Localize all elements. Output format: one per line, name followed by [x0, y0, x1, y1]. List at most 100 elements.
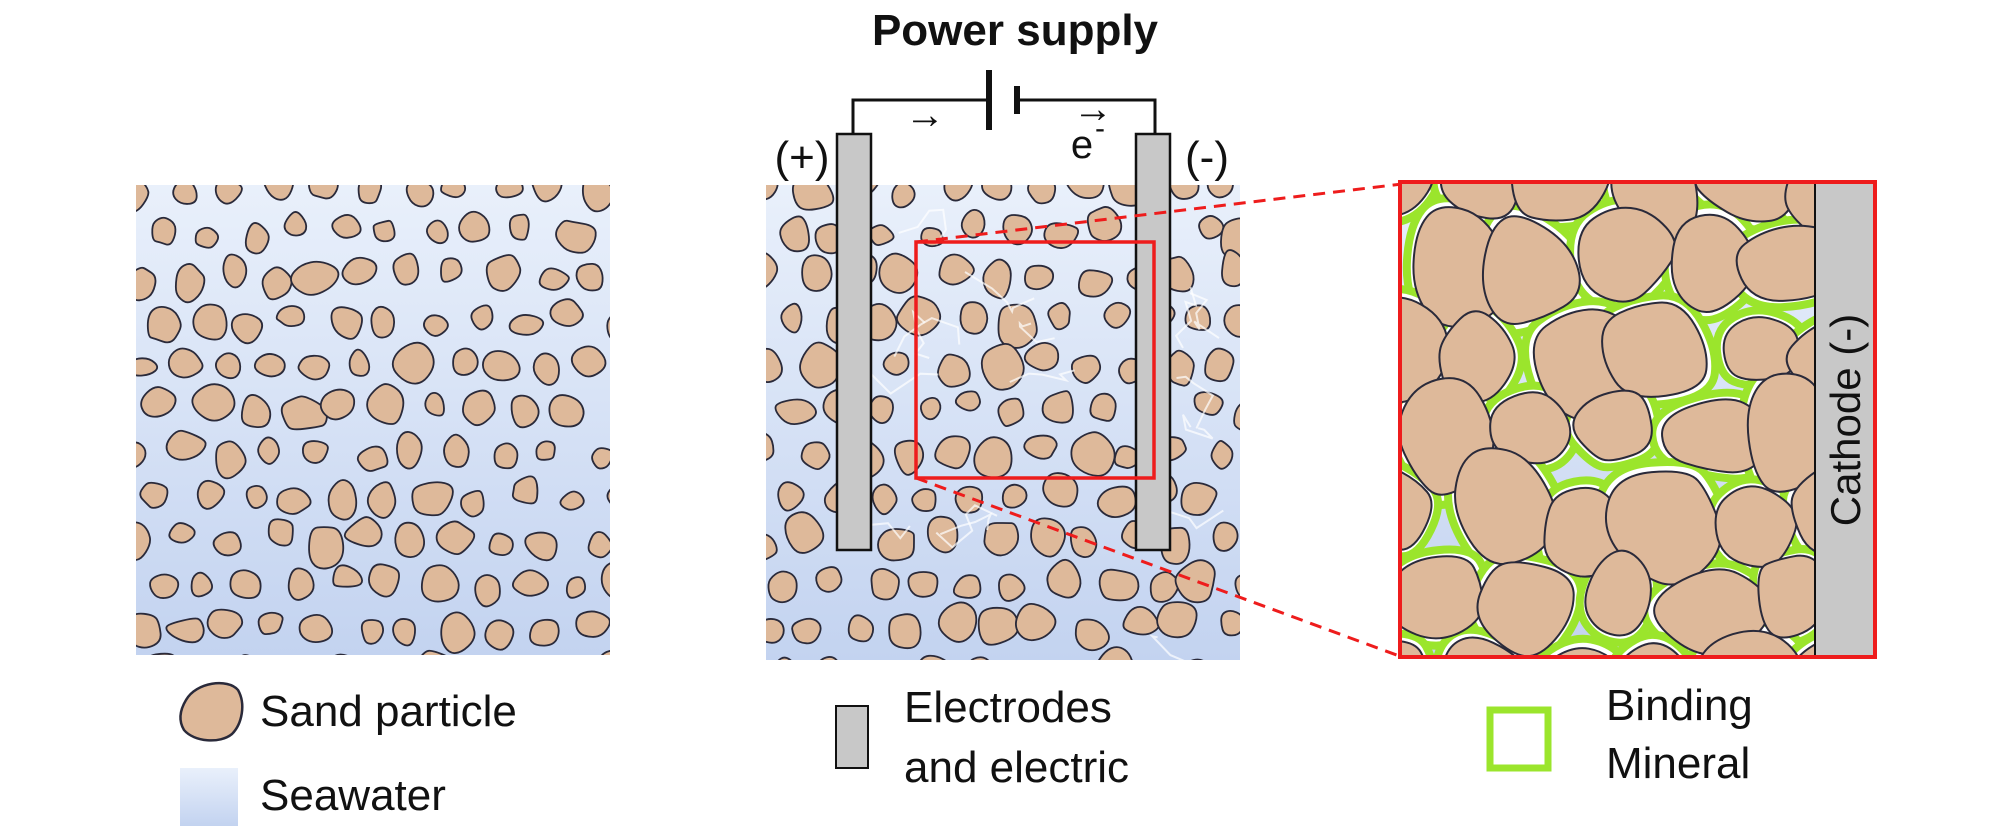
electric-field-streak [1189, 292, 1220, 339]
sand-particle [774, 398, 817, 426]
sand-particle [1256, 353, 1279, 378]
sand-particle [149, 573, 180, 599]
sand-particle-legend-label: Sand particle [260, 687, 517, 736]
current-arrow-left: → [905, 93, 945, 137]
sand-particle [1001, 483, 1028, 509]
sand-particle [970, 656, 990, 660]
sand-particle [1198, 215, 1225, 240]
sand-particle [510, 394, 540, 429]
sand-particle [555, 219, 597, 254]
sand-particle [647, 220, 671, 242]
sand-particle [1700, 629, 1800, 657]
sand-particle [1023, 341, 1060, 372]
sand-particle [206, 608, 244, 639]
sand-particle [1233, 403, 1240, 431]
sand-particles-left [136, 185, 682, 689]
sand-particle [1098, 568, 1140, 602]
sand-particle [334, 653, 348, 655]
sand-particle [1400, 182, 1434, 216]
sand-particle [1204, 347, 1235, 383]
sand-particle [257, 436, 280, 465]
sand-particle [508, 213, 530, 241]
electric-field-lines [845, 208, 1224, 660]
sand-particle [882, 351, 910, 376]
sand-particle [1077, 269, 1114, 298]
sand-particle [635, 433, 662, 454]
electron-label: e [1071, 123, 1093, 167]
sand-particle [779, 215, 810, 253]
sand-particle [907, 571, 939, 598]
sand-particle [1577, 206, 1677, 303]
cathode-electrode [1134, 132, 1172, 552]
sand-particle [997, 303, 1038, 349]
sand-particle [627, 613, 668, 649]
sand-particle [460, 489, 485, 518]
sand-particle [1624, 642, 1682, 657]
sand-particle [655, 655, 682, 683]
sand-particle [386, 661, 407, 682]
sand-particle [766, 347, 783, 383]
electric-field-streak [1018, 320, 1055, 344]
sand-particle [1601, 301, 1708, 398]
sand-particle [174, 263, 206, 304]
zoom-guide-top [915, 182, 1403, 244]
sand-particle [423, 314, 449, 337]
sand-particle [766, 252, 779, 288]
sand-particle [273, 661, 304, 689]
sand-particle [767, 570, 798, 604]
sand-particle [888, 613, 922, 650]
sand-particle [1210, 440, 1234, 470]
sand-particle [1070, 431, 1116, 477]
sand-particle [938, 253, 975, 286]
binding-mineral-legend-label-line2: Mineral [1606, 739, 1750, 788]
sand-particle [1174, 559, 1216, 604]
sand-particle [654, 314, 678, 334]
sand-particle [193, 657, 219, 682]
sand-particle [919, 654, 947, 660]
sand-particle [1274, 667, 1310, 691]
sand-particle [275, 305, 306, 328]
sand-particle [1023, 434, 1058, 460]
sand-particles-middle [766, 185, 1310, 691]
sand-particle [341, 256, 378, 286]
sand-particle [136, 357, 159, 377]
sand-particle [926, 515, 959, 554]
sand-particle [1444, 636, 1518, 657]
sand-particle [1572, 389, 1653, 462]
sand-particle [1220, 217, 1240, 259]
sand-particle [136, 521, 151, 561]
sand-particle [452, 347, 479, 376]
sand-particle [549, 298, 584, 327]
sand-particle [263, 185, 294, 201]
sand-particle [570, 345, 607, 378]
sand-particle [960, 209, 986, 239]
sand-particle [443, 433, 470, 468]
sand-particle [394, 521, 425, 558]
sand-particle [819, 656, 838, 660]
electrochemical-cell: Power supply (+) (-) → → e - [766, 6, 1403, 691]
electric-field-streak [898, 208, 947, 245]
sand-particle [405, 185, 435, 208]
sand-particle [462, 389, 496, 427]
binding-mineral-legend-swatch [1486, 706, 1552, 772]
sand-particle [319, 388, 356, 421]
sand-particle [167, 347, 204, 379]
electric-field-streak [893, 317, 961, 358]
sand-particle [1046, 558, 1082, 599]
sand-particle [485, 254, 522, 292]
electrodes-legend-label-line1: Electrodes [904, 683, 1112, 732]
sand-particle [891, 185, 916, 209]
sand-particle [172, 185, 198, 205]
sand-particle [1223, 304, 1240, 338]
sand-particle [565, 576, 586, 599]
sand-particle [287, 567, 315, 601]
sand-particle [136, 441, 147, 468]
sand-particle [629, 345, 654, 369]
sand-particle [245, 485, 268, 509]
sand-particle [1266, 267, 1290, 285]
sand-particle [766, 432, 775, 461]
sand-particle [511, 475, 539, 505]
sand-particle [766, 618, 785, 644]
sand-particle [348, 348, 371, 377]
sand-particle [815, 566, 843, 593]
